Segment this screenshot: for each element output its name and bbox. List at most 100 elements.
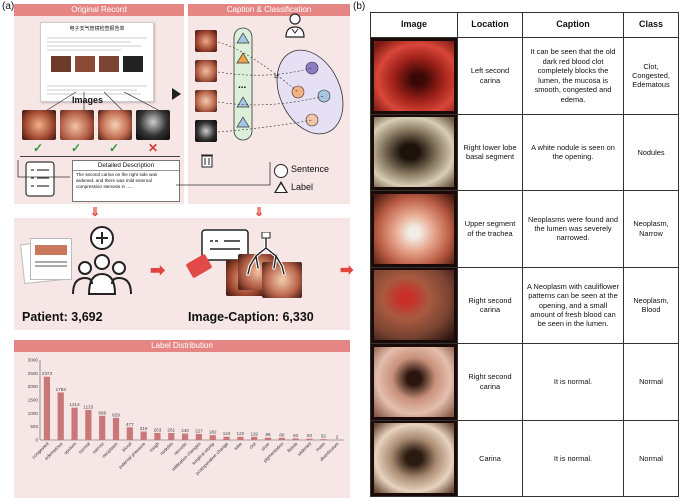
bar-value-label: 240 bbox=[181, 428, 189, 433]
row-caption: A Neoplasm with cauliflower patterns can… bbox=[522, 266, 624, 344]
image-fan-lines bbox=[43, 91, 163, 113]
y-tick-label: 500 bbox=[30, 424, 38, 429]
row-image bbox=[370, 190, 458, 268]
trash-icon bbox=[200, 152, 214, 168]
thumb-4 bbox=[195, 120, 217, 142]
row-caption: A white nodule is seen on the opening. bbox=[522, 113, 624, 191]
row-image bbox=[370, 266, 458, 344]
thumb-1 bbox=[195, 30, 217, 52]
bar bbox=[57, 392, 64, 440]
row-location: Right second carina bbox=[457, 343, 523, 421]
row-caption: It is normal. bbox=[522, 343, 624, 421]
bar-value-label: 263 bbox=[154, 427, 162, 432]
table-row: Right second carina A Neoplasm with caul… bbox=[370, 266, 679, 344]
bar bbox=[71, 407, 78, 440]
caption-classification-header: Caption & Classification bbox=[188, 4, 350, 16]
y-tick-label: 1500 bbox=[28, 398, 39, 403]
panel-a-tag: (a) bbox=[2, 1, 15, 12]
row-image bbox=[370, 113, 458, 191]
bar-value-label: 80 bbox=[279, 432, 285, 437]
panel-b-tag: (b) bbox=[353, 1, 366, 12]
bar-value-label: 2 bbox=[336, 434, 339, 439]
bar bbox=[292, 438, 299, 440]
ellipsis: ... bbox=[238, 80, 247, 91]
row-caption: It can be seen that the old dark red blo… bbox=[522, 37, 624, 115]
table-row: Right lower lobe basal segment A white n… bbox=[370, 113, 679, 191]
row-image bbox=[370, 343, 458, 421]
bar-value-label: 124 bbox=[223, 431, 231, 436]
label-distribution-chart: 0500100015002000250030002373congested178… bbox=[28, 358, 344, 476]
column-header-caption: Caption bbox=[522, 12, 624, 38]
row-caption: Neoplasms were found and the lumen was s… bbox=[522, 190, 624, 268]
y-tick-label: 2000 bbox=[28, 384, 39, 389]
row-class: Normal bbox=[623, 419, 679, 497]
bar-value-label: 86 bbox=[265, 432, 271, 437]
bar bbox=[181, 433, 189, 440]
bar bbox=[99, 415, 106, 440]
row-class: Nodules bbox=[623, 113, 679, 191]
arrow-down-icon: ⇓ bbox=[90, 205, 101, 219]
label-legend-label: Label bbox=[291, 182, 314, 192]
images-label: Images bbox=[72, 95, 104, 105]
row-location: Left second carina bbox=[457, 37, 523, 115]
arrow-right-icon bbox=[172, 88, 181, 100]
table-row: Upper segment of the trachea Neoplasms w… bbox=[370, 190, 679, 268]
check-icon: ✓ bbox=[109, 141, 120, 155]
bar bbox=[140, 431, 147, 440]
row-image bbox=[370, 419, 458, 497]
x-tick-label: sputum bbox=[63, 441, 77, 455]
arrow-right-icon: ➡ bbox=[150, 260, 166, 280]
report-title: 电子支气管镜检查报告单 bbox=[69, 26, 125, 32]
row-class: Normal bbox=[623, 343, 679, 421]
row-location: Right lower lobe basal segment bbox=[457, 113, 523, 191]
x-tick-label: tube bbox=[233, 441, 243, 451]
bar bbox=[251, 436, 258, 440]
x-tick-label: widened bbox=[297, 441, 313, 457]
sentence-legend-icon bbox=[274, 164, 288, 178]
bar-value-label: 477 bbox=[126, 422, 134, 427]
table-row: Left second carina It can be seen that t… bbox=[370, 37, 679, 115]
bar bbox=[85, 410, 92, 440]
bar-value-label: 227 bbox=[195, 428, 203, 433]
patients-icon bbox=[68, 224, 136, 304]
classification-graph: ⇄ bbox=[217, 27, 344, 141]
report-document: 电子支气管镜检查报告单 bbox=[40, 22, 154, 102]
check-icon: ✓ bbox=[33, 141, 44, 155]
bar bbox=[112, 417, 120, 440]
lungs-icon bbox=[244, 231, 288, 278]
bar bbox=[154, 432, 161, 440]
thumb-2 bbox=[195, 60, 217, 82]
y-tick-label: 2500 bbox=[28, 371, 39, 376]
detailed-description-box: Detailed Description The second carina o… bbox=[72, 160, 180, 202]
bar-value-label: 119 bbox=[251, 431, 259, 436]
x-tick-label: fistula bbox=[286, 441, 298, 453]
arrow-down-icon: ⇓ bbox=[254, 205, 265, 219]
cross-icon: ✕ bbox=[148, 141, 159, 155]
table-header-row: Image Location Caption Class bbox=[370, 12, 679, 38]
bar bbox=[223, 436, 230, 440]
extracted-image-4 bbox=[136, 110, 170, 140]
x-tick-label: normal bbox=[78, 441, 91, 454]
original-record-header: Original Record bbox=[14, 4, 184, 16]
bar bbox=[168, 433, 175, 440]
bar bbox=[320, 439, 327, 440]
bar-value-label: 60 bbox=[293, 433, 299, 438]
bar-value-label: 50 bbox=[307, 433, 313, 438]
bar-value-label: 1123 bbox=[83, 405, 93, 410]
bar-value-label: 2373 bbox=[42, 371, 53, 376]
bar-value-label: 182 bbox=[209, 430, 217, 435]
row-caption: It is normal. bbox=[522, 419, 624, 497]
bar bbox=[195, 433, 203, 440]
detailed-description-text: The second carina on the right side was … bbox=[76, 172, 158, 189]
patient-count: Patient: 3,692 bbox=[22, 310, 103, 324]
divider bbox=[20, 156, 180, 157]
x-tick-label: ulcer bbox=[260, 441, 271, 452]
patient-document bbox=[30, 238, 72, 280]
bar-value-label: 1214 bbox=[69, 402, 80, 407]
y-tick-label: 0 bbox=[35, 438, 38, 443]
bar-value-label: 122 bbox=[237, 431, 245, 436]
image-caption-count: Image-Caption: 6,330 bbox=[188, 310, 314, 324]
extracted-image-2 bbox=[60, 110, 94, 140]
row-image bbox=[370, 37, 458, 115]
row-location: Right second carina bbox=[457, 266, 523, 344]
